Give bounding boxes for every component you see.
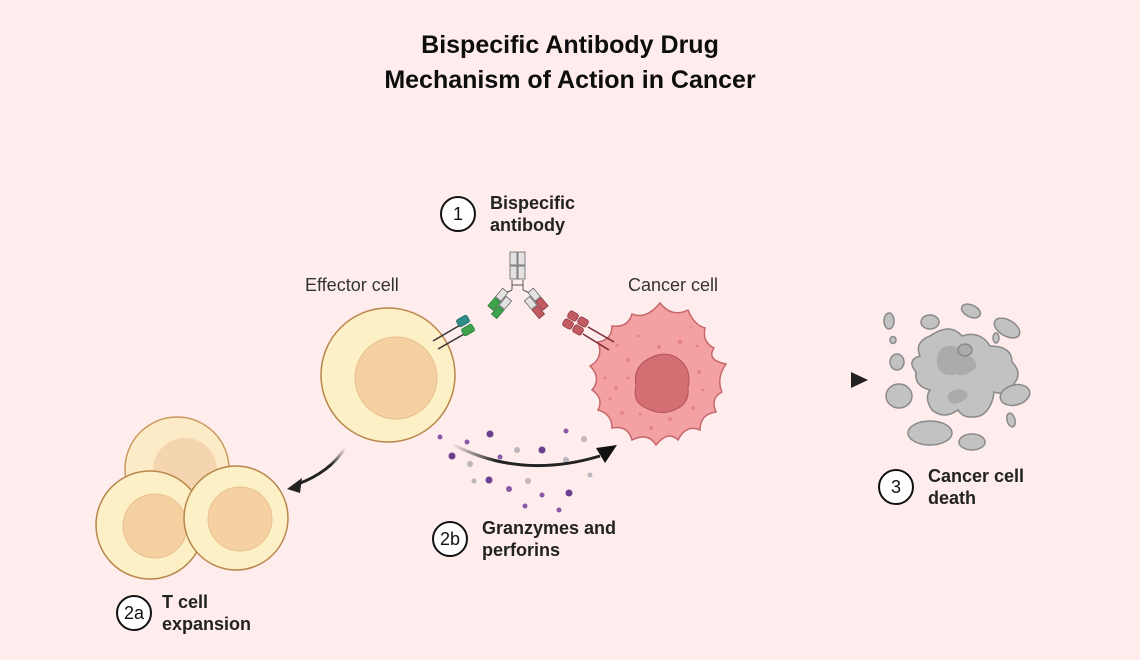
t-cell-left — [95, 470, 205, 580]
bispecific-antibody — [487, 251, 549, 320]
cd3-receptor — [432, 314, 475, 350]
title-line-2: Mechanism of Action in Cancer — [384, 66, 756, 94]
step-line-2: perforins — [482, 540, 561, 560]
granzyme-perforin-particles — [437, 428, 593, 513]
t-cell-right — [183, 465, 289, 571]
t-cell-cluster — [95, 416, 289, 580]
step-line-1: Bispecific — [490, 193, 576, 213]
step-description: Cancer cell death — [928, 465, 1024, 509]
cytotoxic-arrow — [451, 442, 617, 468]
cancer-cell — [562, 301, 728, 447]
step-line-1: T cell — [162, 592, 209, 612]
effector-cell — [320, 307, 475, 443]
tumor-antigen-receptor — [562, 310, 615, 351]
step-description: Granzymes and perforins — [482, 517, 616, 561]
step-number-badge: 1 — [440, 196, 476, 232]
antibody-green-arm — [487, 287, 513, 320]
cancer-cell-granules — [603, 326, 705, 430]
step-line-2: death — [928, 488, 977, 508]
step-description: T cell expansion — [162, 591, 251, 635]
step-2a-t-cell-expansion: 2a T cell expansion — [116, 591, 251, 635]
step-description: Bispecific antibody — [490, 192, 575, 236]
step-line-1: Granzymes and — [482, 518, 617, 538]
diagram-title: Bispecific Antibody Drug Mechanism of Ac… — [0, 28, 1140, 98]
step-line-2: antibody — [490, 215, 565, 235]
cancer-cell-label: Cancer cell — [628, 275, 719, 295]
effector-cell-label: Effector cell — [305, 275, 399, 295]
title-line-1: Bispecific Antibody Drug — [421, 31, 719, 59]
step-line-2: expansion — [162, 614, 252, 634]
step-3-cancer-cell-death: 3 Cancer cell death — [878, 465, 1024, 509]
dead-cell-fragments — [883, 303, 1031, 451]
step-1-bispecific-antibody: 1 Bispecific antibody — [440, 192, 575, 236]
death-arrow — [736, 372, 868, 388]
step-number-badge: 2b — [432, 521, 468, 557]
step-line-1: Cancer cell — [928, 466, 1025, 486]
step-number-badge: 2a — [116, 595, 152, 631]
step-2b-granzymes-perforins: 2b Granzymes and perforins — [432, 517, 616, 561]
step-number-badge: 3 — [878, 469, 914, 505]
expansion-arrow — [287, 447, 347, 493]
antibody-red-arm — [523, 287, 549, 320]
